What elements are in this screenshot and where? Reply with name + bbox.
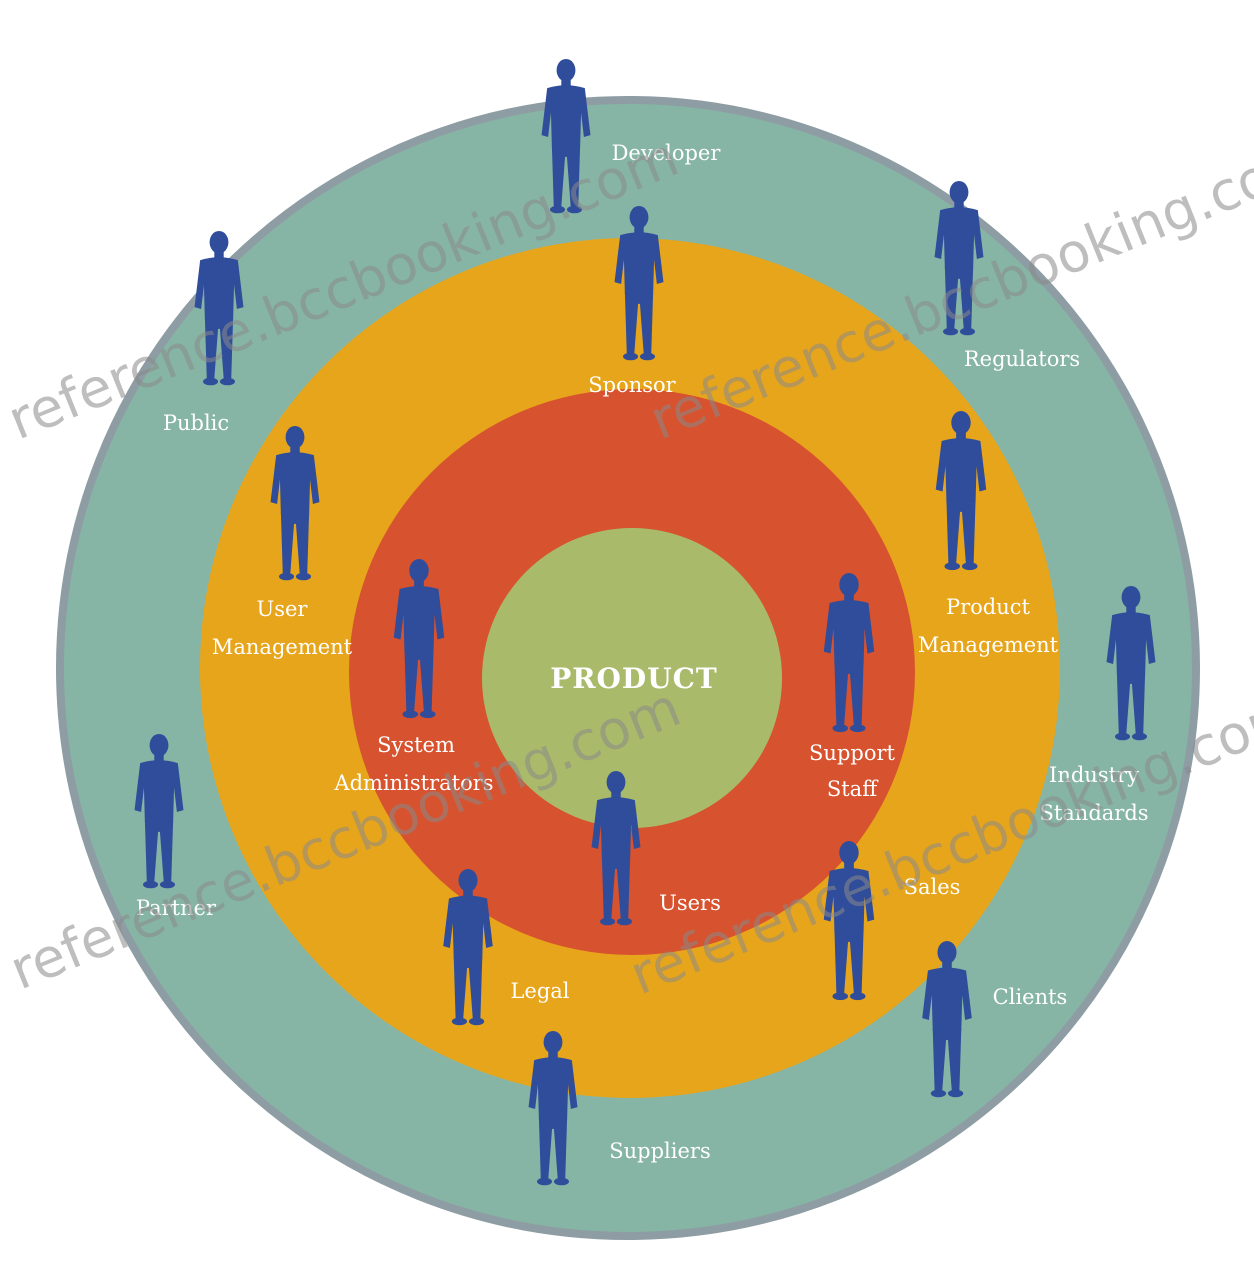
user-management-line2: Management (212, 635, 353, 659)
suppliers-label: Suppliers (609, 1139, 710, 1163)
product-label: PRODUCT (550, 662, 718, 695)
partner-label: Partner (136, 896, 217, 920)
users-label: Users (659, 891, 721, 915)
user-management-line1: User (257, 597, 309, 621)
support-staff-line1: Support (809, 741, 895, 765)
regulators-label: Regulators (964, 347, 1080, 371)
sales-label: Sales (904, 875, 961, 899)
product-management-line2: Management (918, 633, 1059, 657)
public-label: Public (163, 411, 229, 435)
product-core (482, 528, 782, 828)
clients-label: Clients (993, 985, 1068, 1009)
industry-standards-line1: Industry (1049, 763, 1139, 787)
legal-label: Legal (510, 979, 569, 1003)
sponsor-label: Sponsor (588, 373, 676, 397)
industry-standards-line2: Standards (1039, 801, 1148, 825)
developer-label: Developer (612, 141, 722, 165)
system-administrators-line1: System (377, 733, 455, 757)
product-management-line1: Product (946, 595, 1031, 619)
support-staff-line2: Staff (827, 777, 879, 801)
system-administrators-line2: Administrators (333, 771, 493, 795)
